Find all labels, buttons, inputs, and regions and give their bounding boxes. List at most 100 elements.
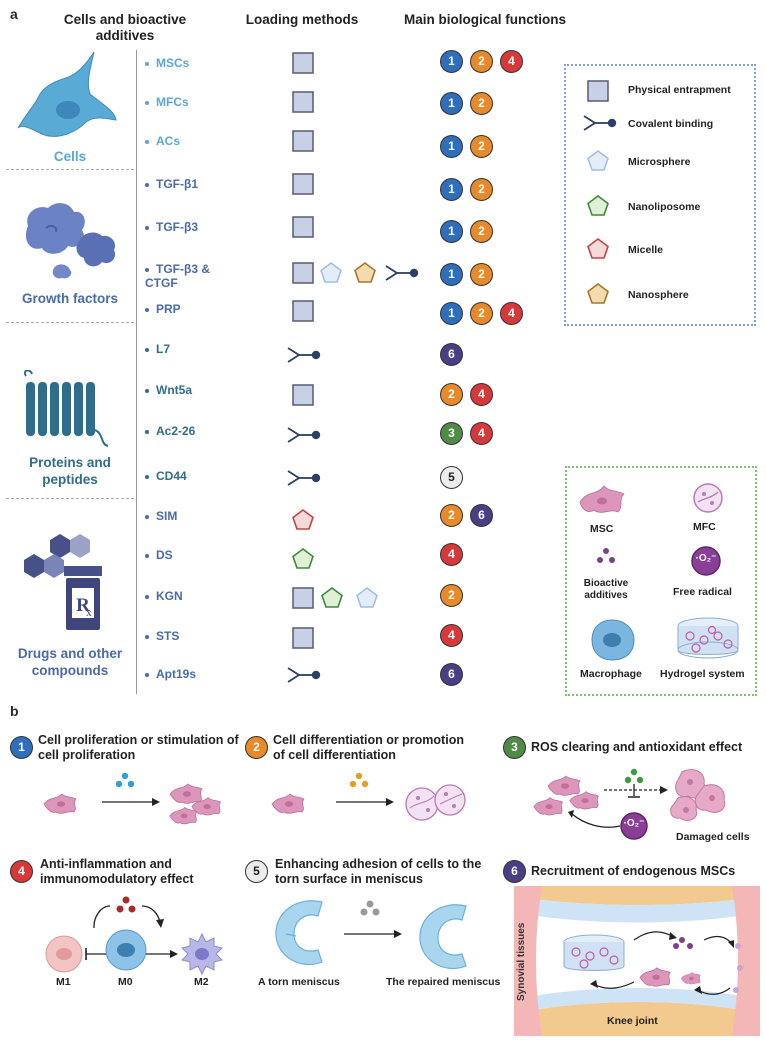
- row-text: PRP: [156, 302, 181, 316]
- svg-text:R: R: [76, 595, 90, 616]
- row-label-tgfb3: TGF-β3: [145, 220, 198, 234]
- category-proteins: Proteins and peptides: [29, 455, 111, 487]
- function-badge-4: 4: [440, 543, 463, 566]
- ros-clearing-illustration: [533, 768, 726, 840]
- caption-repaired-meniscus: The repaired meniscus: [386, 976, 501, 988]
- function-badge-2: 2: [470, 263, 493, 286]
- function-badge-5: 5: [440, 466, 463, 489]
- recruitment-illustration: [514, 886, 760, 1036]
- row-text: TGF-β3 & CTGF: [145, 262, 210, 290]
- mfc-icon: [693, 483, 723, 513]
- row-label-mfcs: MFCs: [145, 95, 189, 109]
- function-badge-5: 5: [245, 860, 268, 883]
- bullet-dot: [145, 267, 149, 272]
- caption-damaged-cells: Damaged cells: [676, 831, 750, 843]
- physical-entrapment-icon: [292, 91, 314, 113]
- function-badge-1: 1: [440, 263, 463, 286]
- physical-entrapment-icon: [292, 300, 314, 322]
- svg-text:x: x: [86, 607, 92, 619]
- function-badge-6: 6: [440, 343, 463, 366]
- function-badge-1: 1: [10, 736, 33, 759]
- function-title-1: Cell proliferation or stimulation of cel…: [38, 733, 239, 762]
- bullet-dot: [145, 553, 149, 558]
- anti-inflammation-illustration: [45, 896, 223, 976]
- bullet-dot: [145, 594, 149, 599]
- function-badge-6: 6: [440, 663, 463, 686]
- legend-msc: MSC: [590, 523, 614, 535]
- row-label-prp: PRP: [145, 302, 181, 316]
- bullet-dot: [145, 225, 149, 230]
- physical-entrapment-icon: [292, 216, 314, 238]
- function-badge-2: 2: [440, 383, 463, 406]
- growth-factor-icon: [25, 203, 116, 279]
- caption-m1: M1: [56, 976, 71, 988]
- row-text: ACs: [156, 134, 181, 148]
- ros-radical-symbol: ·O₂⁻: [623, 818, 645, 829]
- function-badge-1: 1: [440, 92, 463, 115]
- row-text: Apt19s: [156, 667, 197, 681]
- bullet-dot: [145, 514, 149, 519]
- function-badge-2: 2: [470, 178, 493, 201]
- function-badge-2: 2: [470, 135, 493, 158]
- function-badge-2: 2: [440, 584, 463, 607]
- micelle-icon: [292, 509, 314, 530]
- bullet-dot: [145, 388, 149, 393]
- function-badge-2: 2: [440, 504, 463, 527]
- bullet-dot: [145, 474, 149, 479]
- proliferation-illustration: [43, 772, 222, 825]
- caption-knee-joint: Knee joint: [607, 1015, 658, 1027]
- panel-a-label: a: [10, 6, 18, 22]
- bullet-dot: [145, 347, 149, 352]
- caption-m2: M2: [194, 976, 209, 988]
- function-badge-2: 2: [470, 302, 493, 325]
- bioactive-additives-icon: [597, 548, 615, 563]
- covalent-binding-icon: [287, 667, 321, 683]
- legend-nanoliposome: Nanoliposome: [628, 201, 701, 213]
- covalent-binding-icon: [583, 115, 617, 131]
- function-badge-1: 1: [440, 302, 463, 325]
- physical-entrapment-icon: [292, 52, 314, 74]
- function-badge-2: 2: [470, 50, 493, 73]
- microsphere-icon: [356, 587, 378, 608]
- nanoliposome-icon: [292, 548, 314, 569]
- function-title-5: Enhancing adhesion of cells to the torn …: [275, 857, 482, 886]
- function-badge-2: 2: [470, 220, 493, 243]
- physical-entrapment-icon: [292, 130, 314, 152]
- function-badge-1: 1: [440, 178, 463, 201]
- function-badge-1: 1: [440, 50, 463, 73]
- row-text: SIM: [156, 509, 178, 523]
- caption-synovial-tissues: Synovial tissues: [516, 922, 527, 1002]
- physical-entrapment-icon: [292, 587, 314, 609]
- legend-macrophage: Macrophage: [580, 668, 642, 680]
- caption-m0: M0: [118, 976, 133, 988]
- function-badge-4: 4: [500, 302, 523, 325]
- legend-physical-entrapment: Physical entrapment: [628, 84, 731, 96]
- row-label-sim: SIM: [145, 509, 177, 523]
- bullet-dot: [145, 139, 149, 144]
- legend-hydrogel-system: Hydrogel system: [660, 668, 745, 680]
- row-text: Ac2-26: [156, 424, 196, 438]
- row-text: MSCs: [156, 56, 190, 70]
- dashed-separator: [6, 322, 134, 323]
- bullet-dot: [145, 634, 149, 639]
- physical-entrapment-icon: [587, 80, 609, 102]
- bullet-dot: [145, 100, 149, 105]
- microsphere-icon: [320, 262, 342, 283]
- nanosphere-icon: [354, 262, 376, 283]
- row-label-cd44: CD44: [145, 469, 187, 483]
- cell-legend-box: [565, 466, 757, 696]
- row-text: TGF-β3: [156, 220, 198, 234]
- dashed-separator: [6, 498, 134, 499]
- dashed-separator: [6, 169, 134, 170]
- category-cells: Cells: [53, 149, 87, 164]
- function-badge-3: 3: [440, 422, 463, 445]
- row-text: DS: [156, 548, 173, 562]
- bullet-dot: [145, 672, 149, 677]
- nanosphere-icon: [587, 283, 609, 304]
- bullet-dot: [145, 307, 149, 312]
- function-badge-1: 1: [440, 220, 463, 243]
- legend-covalent-binding: Covalent binding: [628, 118, 714, 130]
- function-badge-3: 3: [503, 736, 526, 759]
- function-badge-4: 4: [470, 422, 493, 445]
- hydrogel-system-icon: [677, 617, 739, 659]
